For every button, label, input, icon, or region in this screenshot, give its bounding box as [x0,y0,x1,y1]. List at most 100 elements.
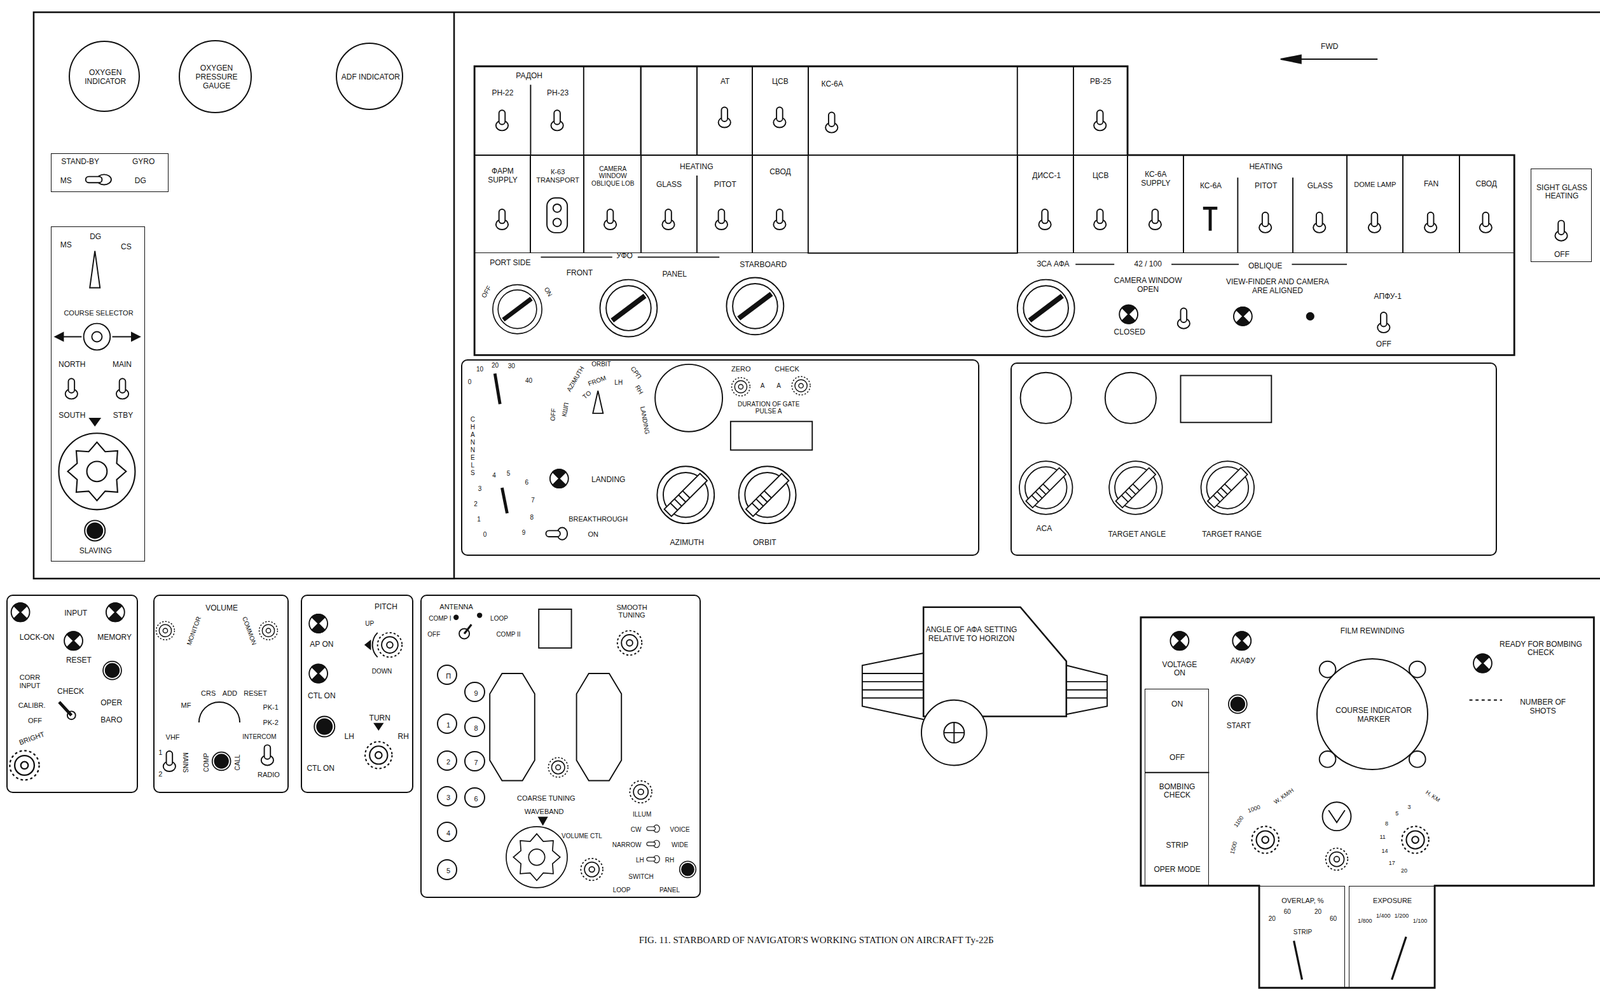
gyro-selector-drawing [55,174,140,541]
panel-label: TARGET ANGLE [1106,530,1168,540]
bombing-panel-drawing [1140,617,1594,988]
panel-label: STRIP [1165,841,1188,851]
panel-label: CTL ON [307,691,336,701]
panel-label: NARROW [612,841,642,849]
radio-panel-drawing [576,673,622,781]
mode-box: ONOFFBOMBING CHECKSTRIPOPER MODE [1144,688,1209,886]
panel-label: READY FOR BOMBING CHECK [1492,640,1590,659]
bombing-panel-drawing [1401,826,1429,853]
channel-button: П [436,664,458,685]
radio-panel-drawing [538,609,572,649]
radar-panel-drawing [656,466,715,524]
panel-label: DOWN [372,667,393,676]
panel-label: 9 [473,689,478,698]
panel-label: OXYGEN PRESSURE GAUGE [183,64,250,91]
panel-label: WAVEBAND [524,807,565,816]
switch-panel: PORT SIDEУФОFRONTPANELSTARBOARDOFFONЗСА … [474,66,1515,355]
switch-box: SIGHT GLASS HEATINGOFF [1530,168,1592,263]
panel-label: W, KM/H [1272,786,1295,806]
panel-label: DURATION OF GATE PULSE A [727,400,809,415]
camera-mount-drawing [1066,665,1108,715]
gyro-selector-drawing [89,418,100,426]
switch-panel-drawing [1177,308,1190,329]
switch-panel-drawing [773,106,786,128]
panel-label: CORR INPUT [9,674,51,690]
switch-panel-drawing [553,218,562,227]
switch-panel-drawing [1038,209,1051,230]
panel-label: АПФУ-1 [1374,292,1402,302]
channel-button: 1 [436,713,458,734]
radar-panel-drawing [730,421,813,451]
panel-label: INPUT [64,609,88,619]
panel-label: OFF [1169,753,1185,763]
channel-button: 4 [436,821,458,842]
panel-label: RESET [66,656,92,666]
panel-label: BARO [100,716,123,725]
panel-label: OBLIQUE [1248,262,1283,271]
panel-label: СРП [628,365,643,381]
panel-label: BREAKTHROUGH [568,514,628,523]
panel-label: VOLTAGE ON [1156,660,1203,679]
panel-label: 8 [473,724,478,733]
target-panel-drawing [1020,372,1072,424]
panel-label: 1 [476,515,481,524]
panel-label: ЦСВ [1092,171,1110,181]
direction-label: FWD [1320,42,1338,52]
panel-label: РН-23 [546,89,569,98]
panel-label: WIDE [671,841,689,849]
switch-panel-drawing [1119,305,1138,324]
panel-label: 11 [1379,833,1386,841]
lower-panels-drawing [163,751,176,772]
panel-label: PANEL [662,270,687,280]
switch-panel-drawing [583,66,642,156]
panel-label: MEMORY [97,633,132,643]
panel-label: COURSE INDICATOR MARKER [1332,706,1415,725]
panel-label: 7 [531,496,535,505]
switch-cell: КС-6А SUPPLY [1127,155,1184,254]
radio-panel-drawing [646,855,660,863]
switch-panel-drawing [641,66,697,156]
gyro-selector-drawing [116,378,129,399]
panel-label: OPER MODE [1147,865,1207,875]
lower-panels-drawing [365,741,392,769]
panel-label: 5 [1395,810,1399,817]
radar-panel: 010203040CHANNELS0123456789OFFКШПAZIMUTH… [461,359,980,557]
switch-panel-drawing [1149,209,1162,230]
panel-label: 20 [1314,908,1322,916]
figure-caption: FIG. 11. STARBOARD OF NAVIGATOR'S WORKIN… [639,935,994,947]
panel-label: GLASS [1307,181,1333,191]
scale-box: EXPOSURE1/8001/4001/2001/100 [1348,885,1435,988]
panel-label: CHECK [57,687,84,697]
panel-label: РН-22 [491,89,514,98]
switch-panel-drawing [550,110,563,131]
panel-label: LOCK-ON [19,633,55,643]
target-panel-drawing [1019,372,1272,515]
switch-panel-drawing [492,284,542,334]
panel-label: 60 [1329,915,1337,923]
switch-cell: АТ [696,66,753,156]
bombing-panel-drawing [1392,936,1407,980]
panel-label: CLOSED [1114,328,1146,338]
panel-label: КС-6А [821,80,844,90]
panel-label: 9 [522,529,526,537]
panel-label: КС-6А [1200,181,1222,191]
panel-label: 2 [473,500,478,509]
radio-panel-drawing [629,780,652,804]
panel-label: LH [635,856,645,865]
panel-label: ORBIT [591,360,612,369]
panel-label: ILLUM [632,810,652,819]
control-panel: INPUTLOCK-ONMEMORYRESETCORR INPUTCHECKCA… [6,594,138,793]
radar-panel-drawing [738,466,797,524]
switch-cell: ФАРМ SUPPLY [474,155,531,254]
radio-panel-drawing [646,824,660,833]
lower-panels-drawing [259,621,278,640]
panel-label: MF [180,701,191,710]
switch-panel-drawing [1093,110,1106,131]
gyro-selector-drawing [55,332,140,341]
lower-panels-drawing [309,614,328,633]
bombing-panel-drawing [1469,699,1503,701]
panel-label: COARSE TUNING [517,794,575,803]
panel-label: VHF [165,733,180,742]
switch-cell: ЦСВ [1073,155,1128,254]
panel-label: ADF INDICATOR [340,73,400,83]
